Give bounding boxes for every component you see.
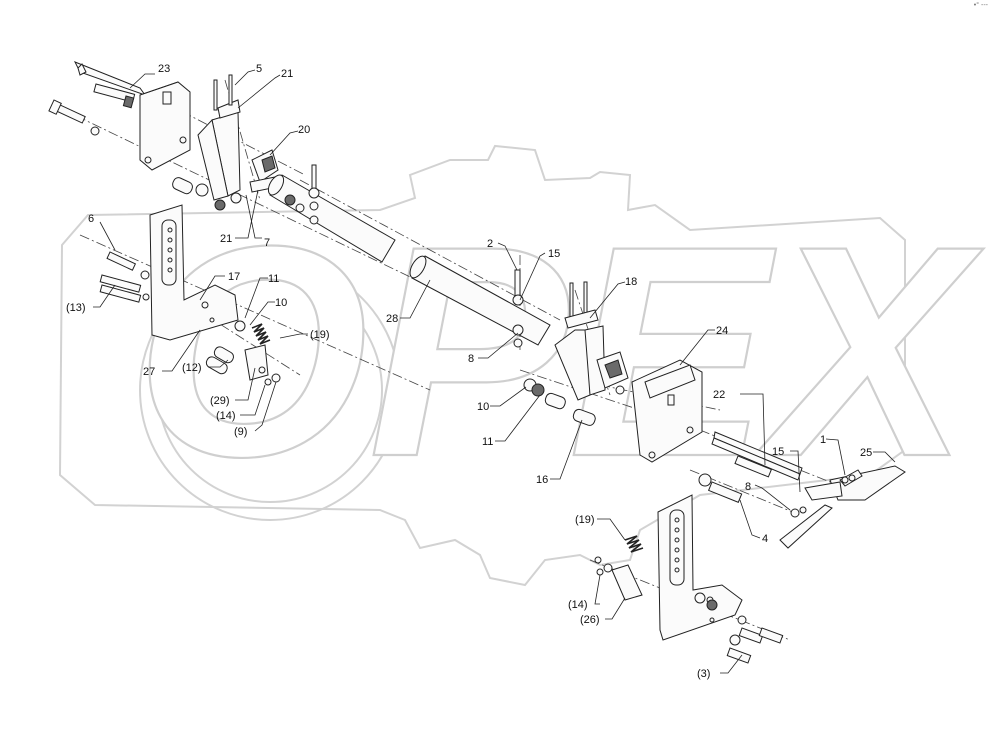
corner-mark: •° --- xyxy=(973,2,988,9)
callout-6: 6 xyxy=(88,213,94,225)
callout-21-top: 21 xyxy=(281,68,293,80)
part-22-bolt xyxy=(711,431,803,481)
part-1-bolt xyxy=(841,474,856,484)
callout-10-left: 10 xyxy=(275,297,287,309)
callout-labels: 23 5 21 20 21 7 6 (13) 17 11 10 (19) (12… xyxy=(66,63,872,680)
part-4-bolt xyxy=(698,473,743,503)
callout-14-left: (14) xyxy=(216,410,236,422)
bolt-long-top-left xyxy=(48,99,100,136)
callout-16: 16 xyxy=(536,474,548,486)
part-28-shaft xyxy=(409,255,551,346)
callout-19-left: (19) xyxy=(310,329,330,341)
part-21-bracket xyxy=(197,74,241,201)
shaft-upper xyxy=(267,174,396,263)
spring-pack-left xyxy=(205,320,281,386)
callout-11-mid: 11 xyxy=(482,436,493,448)
callout-29: (29) xyxy=(210,395,230,407)
callout-18: 18 xyxy=(625,276,637,288)
callout-25: 25 xyxy=(860,447,872,459)
callout-3: (3) xyxy=(697,668,710,680)
callout-27: 27 xyxy=(143,366,155,378)
bolt-23 xyxy=(93,83,136,109)
callout-22: 22 xyxy=(713,389,725,401)
callout-20: 20 xyxy=(298,124,310,136)
callout-10-mid: 10 xyxy=(477,401,489,413)
callout-13: (13) xyxy=(66,302,86,314)
callout-19-right: (19) xyxy=(575,514,595,526)
callout-26: (26) xyxy=(580,614,600,626)
callout-12: (12) xyxy=(182,362,202,374)
callout-4: 4 xyxy=(762,533,768,545)
callout-1: 1 xyxy=(820,434,826,446)
bolts-6-13 xyxy=(99,251,150,303)
bolt-7 xyxy=(308,164,320,225)
callout-8-right: 8 xyxy=(745,481,751,493)
callout-15-right: 15 xyxy=(772,446,784,458)
part-2-bolt xyxy=(512,269,524,348)
callout-17: 17 xyxy=(228,271,240,283)
part-handle-lower xyxy=(779,481,843,549)
callout-2: 2 xyxy=(487,238,493,250)
spacers-upper-left xyxy=(172,177,242,211)
callout-15-mid: 15 xyxy=(548,248,560,260)
callout-5: 5 xyxy=(256,63,262,75)
watermark-gear xyxy=(58,144,906,587)
part-18-bracket xyxy=(554,281,629,401)
bolts-3 xyxy=(694,592,784,664)
callout-9: (9) xyxy=(234,426,247,438)
callout-14-right: (14) xyxy=(568,599,588,611)
spring-pack-right xyxy=(594,535,644,601)
callout-11-left: 11 xyxy=(268,273,279,285)
part-23-bracket xyxy=(73,61,191,171)
callout-leaders xyxy=(93,69,896,674)
callout-23: 23 xyxy=(158,63,170,75)
callout-28: 28 xyxy=(386,313,398,325)
callout-24: 24 xyxy=(716,325,728,337)
spacers-mid xyxy=(523,378,596,426)
callout-7: 7 xyxy=(264,237,270,249)
callout-21-bottom: 21 xyxy=(220,233,232,245)
callout-8-mid: 8 xyxy=(468,353,474,365)
part-24-plate xyxy=(631,359,703,463)
part-27-left-plate xyxy=(149,204,239,341)
